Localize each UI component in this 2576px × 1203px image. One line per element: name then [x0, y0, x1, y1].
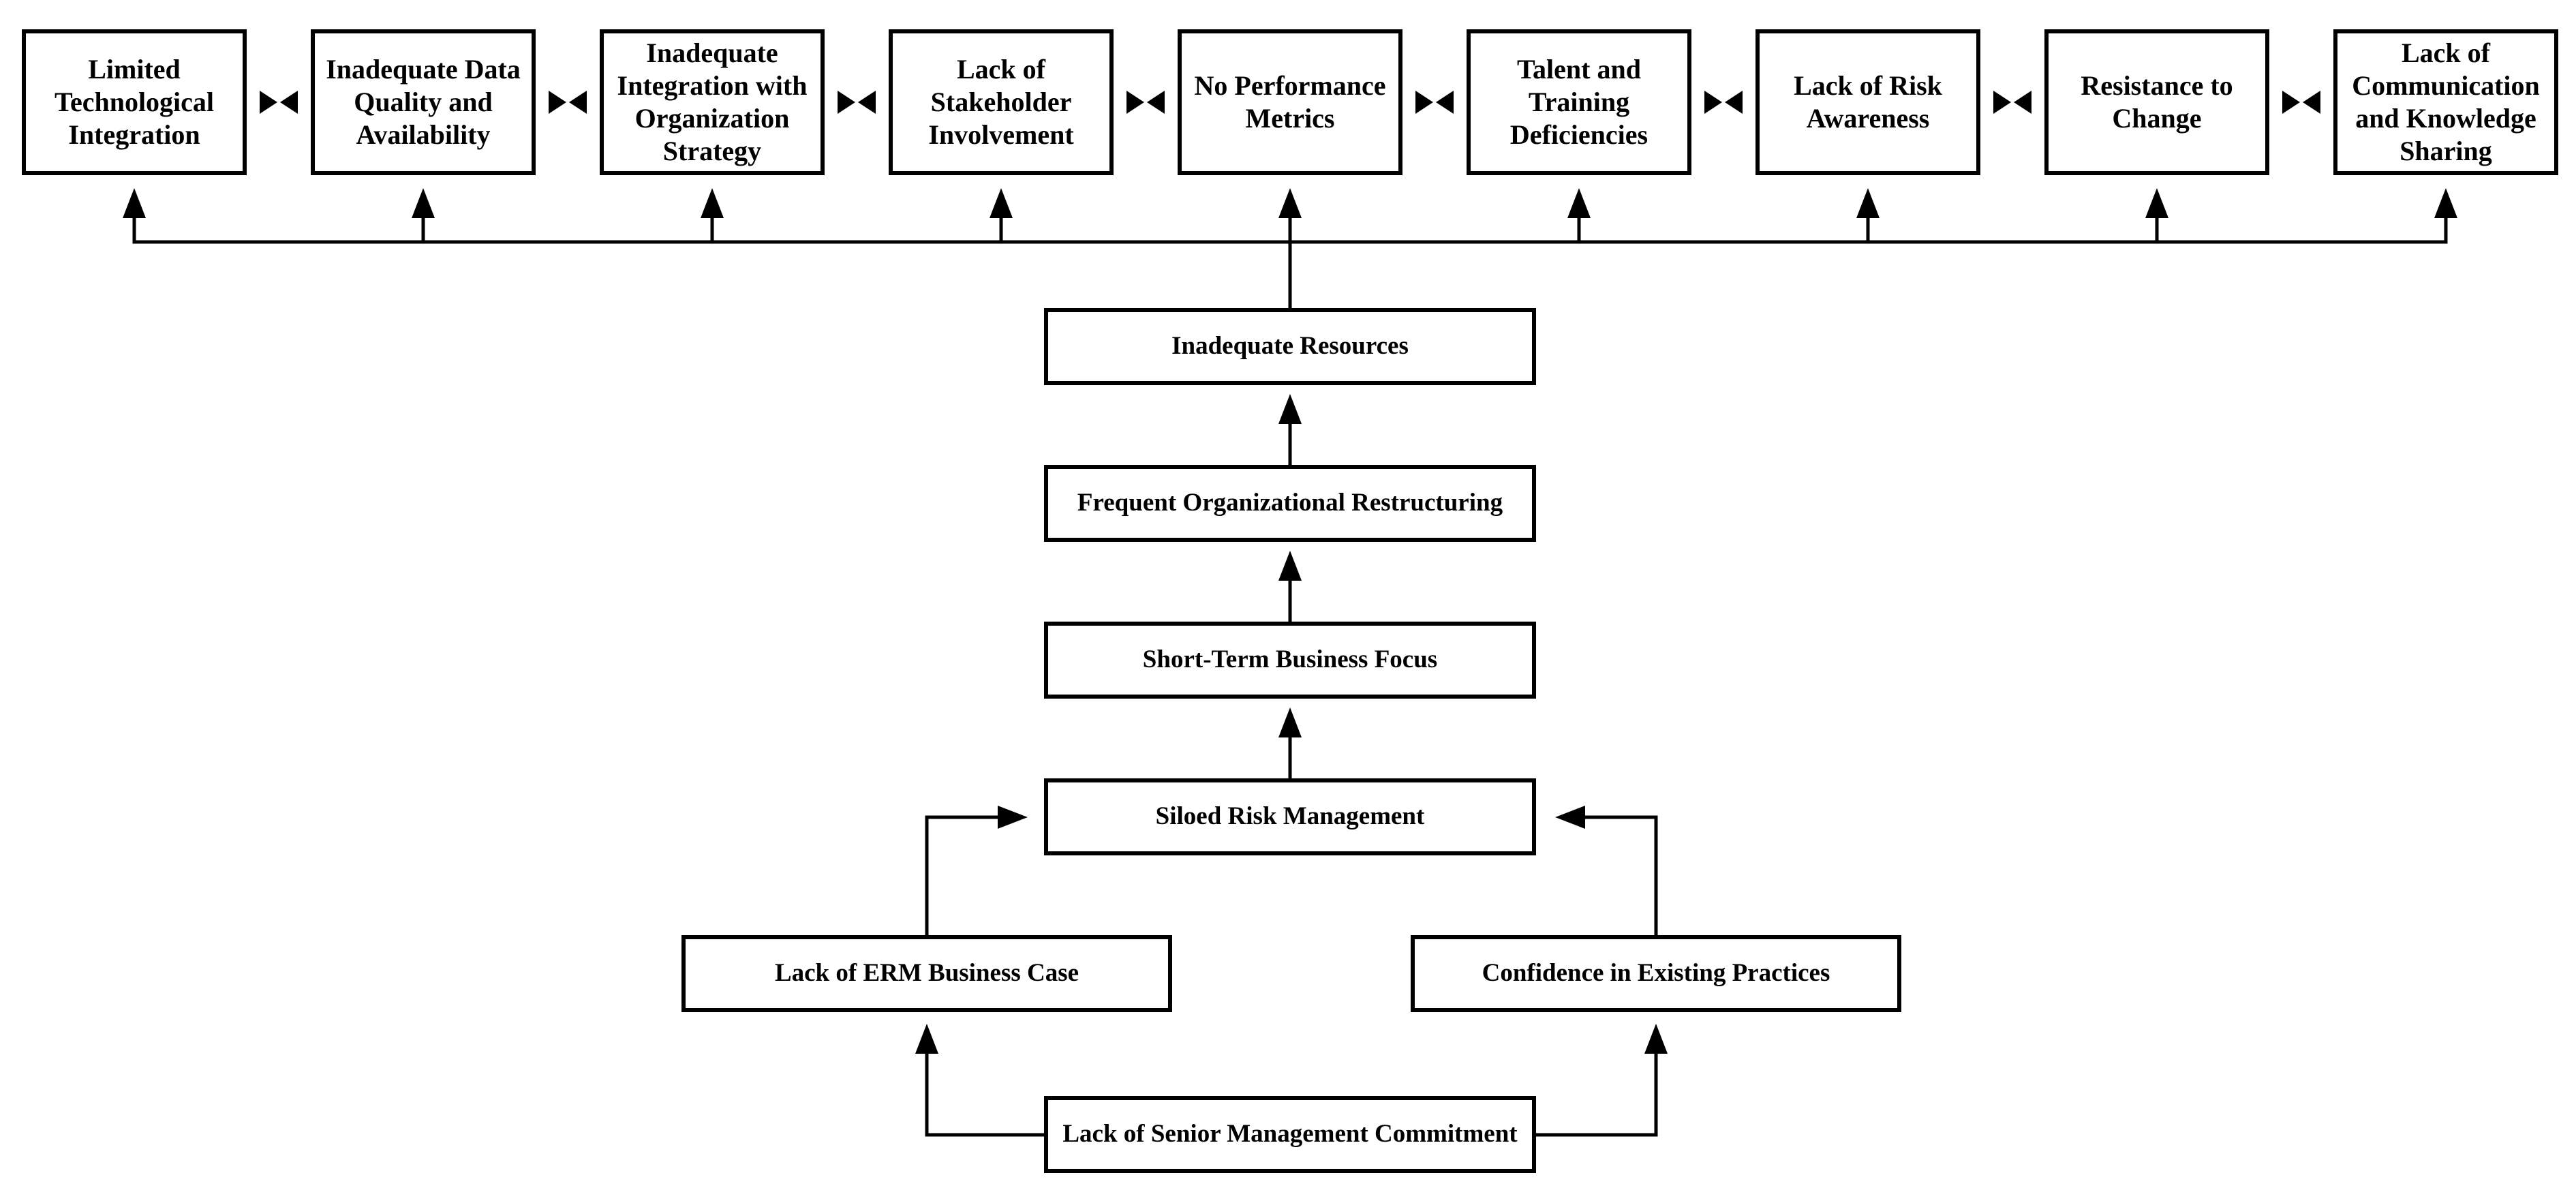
bowtie-icon — [1415, 91, 1454, 114]
arrow-up-icon — [123, 188, 146, 244]
node-lack-communication-knowledge: Lack of Communication and Knowledge Shar… — [2333, 29, 2558, 175]
node-frequent-organizational-restructuring: Frequent Organizational Restructuring — [1044, 465, 1536, 542]
node-lack-erm-business-case: Lack of ERM Business Case — [681, 935, 1172, 1012]
arrow-up-icon — [412, 188, 435, 244]
bowtie-icons — [260, 91, 2320, 114]
node-inadequate-resources: Inadequate Resources — [1044, 308, 1536, 385]
arrow-shortterm-to-restructuring — [1278, 551, 1302, 624]
arrow-up-icon — [2145, 188, 2168, 244]
bowtie-icon — [838, 91, 876, 114]
arrow-up-icon — [1567, 188, 1591, 244]
node-no-performance-metrics: No Performance Metrics — [1178, 29, 1402, 175]
arrow-up-icon — [1856, 188, 1880, 244]
node-inadequate-integration-strategy: Inadequate Integration with Organization… — [600, 29, 825, 175]
node-siloed-risk-management: Siloed Risk Management — [1044, 778, 1536, 855]
arrow-up-icon — [2434, 188, 2457, 244]
arrow-erm-to-siloed — [925, 806, 1028, 937]
node-talent-training-deficiencies: Talent and Training Deficiencies — [1467, 29, 1691, 175]
arrow-up-icon — [701, 188, 724, 244]
node-resistance-to-change: Resistance to Change — [2044, 29, 2269, 175]
bowtie-icon — [1993, 91, 2031, 114]
bowtie-icon — [549, 91, 587, 114]
arrow-confidence-to-siloed — [1555, 806, 1658, 937]
bowtie-icon — [1704, 91, 1743, 114]
arrow-restructuring-to-resources — [1278, 394, 1302, 467]
node-limited-technological-integration: Limited Technological Integration — [22, 29, 247, 175]
arrow-up-icon — [990, 188, 1013, 244]
bowtie-icon — [1126, 91, 1165, 114]
arrow-senior-to-erm — [915, 1024, 1046, 1137]
node-short-term-business-focus: Short-Term Business Focus — [1044, 622, 1536, 699]
bowtie-icon — [260, 91, 298, 114]
bus-up-arrows — [123, 188, 2457, 244]
arrow-up-icon — [1278, 188, 1302, 244]
node-confidence-existing-practices: Confidence in Existing Practices — [1411, 935, 1901, 1012]
node-lack-stakeholder-involvement: Lack of Stakeholder Involvement — [889, 29, 1114, 175]
arrow-siloed-to-shortterm — [1278, 707, 1302, 780]
arrow-senior-to-confidence — [1534, 1024, 1668, 1137]
bowtie-icon — [2282, 91, 2320, 114]
node-lack-senior-management-commitment: Lack of Senior Management Commitment — [1044, 1096, 1536, 1173]
node-lack-risk-awareness: Lack of Risk Awareness — [1755, 29, 1980, 175]
node-inadequate-data-quality: Inadequate Data Quality and Availability — [311, 29, 536, 175]
